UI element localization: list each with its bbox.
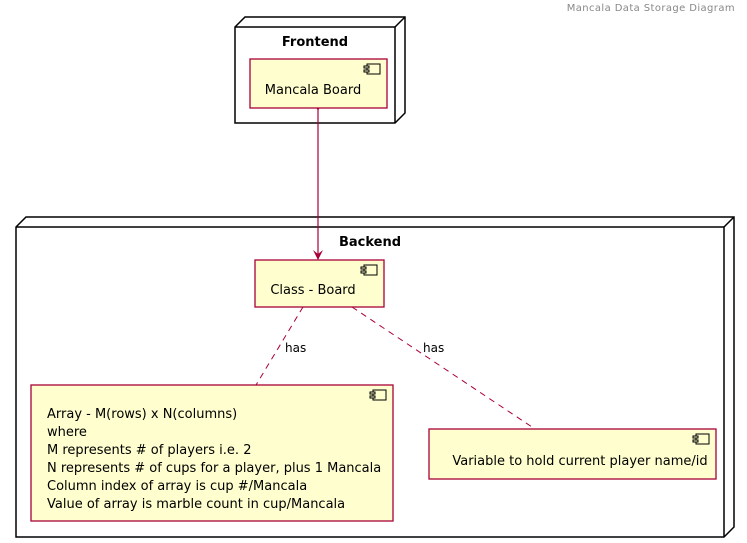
array-line-4: N represents # of cups for a player, plu… (47, 461, 381, 476)
component-icon (692, 433, 710, 445)
frontend-title: Frontend (282, 35, 348, 50)
class-board-component: Class - Board (254, 259, 385, 308)
array-line-5: Column index of array is cup #/Mancala (47, 479, 307, 494)
array-line-3: M represents # of players i.e. 2 (47, 443, 251, 458)
mancala-board-label: Mancala Board (265, 83, 361, 98)
component-icon (363, 63, 381, 75)
variable-label: Variable to hold current player name/id (452, 454, 707, 469)
has-array-label: has (285, 341, 306, 355)
class-board-label: Class - Board (270, 283, 355, 298)
array-component: Array - M(rows) x N(columns) where M rep… (30, 384, 394, 522)
has-variable-line (351, 306, 536, 430)
mancala-board-component: Mancala Board (249, 58, 388, 109)
array-line-6: Value of array is marble count in cup/Ma… (47, 497, 345, 512)
has-variable-label: has (423, 341, 444, 355)
component-icon (360, 264, 378, 276)
backend-title: Backend (339, 235, 401, 250)
diagram-header: Mancala Data Storage Diagram (567, 3, 735, 14)
array-line-1: Array - M(rows) x N(columns) (47, 407, 237, 422)
component-icon (369, 389, 387, 401)
has-array-line (255, 306, 304, 386)
array-line-2: where (47, 425, 87, 440)
variable-component: Variable to hold current player name/id (428, 428, 717, 480)
